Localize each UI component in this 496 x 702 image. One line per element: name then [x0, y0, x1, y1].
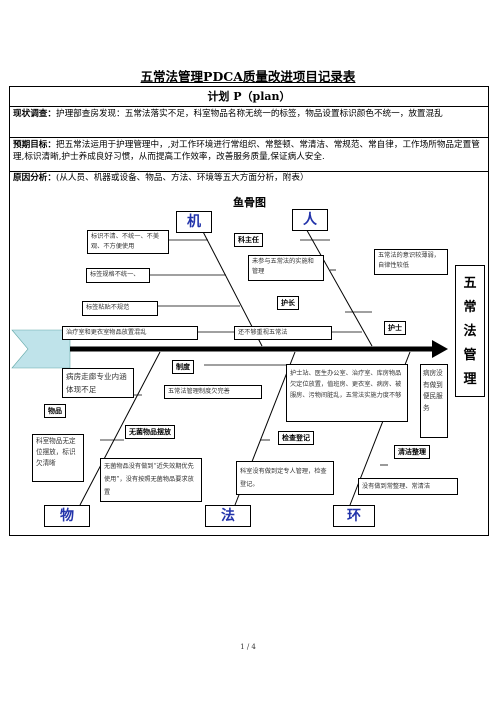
fish-tail	[11, 329, 71, 369]
tag-nurse: 护士	[384, 321, 406, 335]
cause-box-person-1: 未参与五常法的实施和管理	[248, 255, 324, 281]
goal-text: 把五常法运用于护理管理中，,对工作环境进行常组织、常整顿、常清洁、常规范、常自律…	[13, 140, 480, 162]
page-number: 1 / 4	[240, 643, 256, 651]
tag-charge-nurse: 护长	[277, 296, 299, 310]
cause-box-sterile-1: 无菌物品没有做到“近失效期优先使用”，没有按照无菌物品要求放置	[100, 458, 202, 502]
record-table: 计划 P（plan） 现状调查：护理部查房发现：五常法落实不足，科室物品名称无统…	[9, 86, 489, 536]
cause-row: 原因分析：(从人员、机器或设备、物品、方法、环境等五大方面分析，附表）	[10, 172, 488, 186]
fishbone-title: 鱼骨图	[233, 196, 266, 209]
cause-box-machine-3: 标签粘贴不规范	[82, 301, 158, 316]
cause-box-machine-4: 治疗室和更衣室物品放置混乱	[62, 326, 198, 340]
head-char: 理	[463, 372, 477, 387]
document-title: 五常法管理PDCA质量改进项目记录表	[140, 69, 356, 84]
head-char: 常	[463, 300, 477, 315]
category-method: 法	[205, 505, 251, 527]
cause-box-environment-1: 护士站、医生办公室、治疗室、库房物品欠定位放置，值班房、更衣室、病房、被服房、污…	[286, 364, 408, 422]
cause-box-registration-1: 科室没有做到定专人管理，检查登记。	[236, 461, 334, 495]
status-label: 现状调查：	[13, 109, 56, 119]
cause-box-items-1: 科室物品无定位摆放，标识欠清晰	[32, 434, 84, 482]
tag-cleaning: 清洁整理	[394, 445, 430, 459]
cause-text: (从人员、机器或设备、物品、方法、环境等五大方面分析，附表）	[55, 173, 309, 183]
category-material: 物	[44, 505, 90, 527]
goal-row: 预期目标：把五常法运用于护理管理中，,对工作环境进行常组织、常整顿、常清洁、常规…	[10, 138, 488, 172]
cause-box-ward-1: 病房走廊专业内涵体现不足	[62, 368, 134, 398]
goal-label: 预期目标：	[13, 140, 56, 150]
cause-box-person-3: 还不够重视五常法	[234, 326, 332, 340]
cause-box-system-1: 五常法管理制度欠完善	[164, 385, 262, 399]
plan-header: 计划 P（plan）	[10, 87, 488, 107]
rib-machine	[197, 221, 263, 347]
tag-registration: 检查登记	[278, 431, 314, 445]
status-text: 护理部查房发现：五常法落实不足，科室物品名称无统一的标签，物品设置标识颜色不统一…	[55, 109, 443, 119]
cause-box-machine-1: 标识不清、不统一、不美观、不方便使用	[87, 230, 169, 254]
cause-box-environment-2: 病房没有做到便民服务	[420, 364, 448, 438]
category-machine: 机	[176, 211, 212, 233]
head-char: 管	[463, 348, 477, 363]
head-char: 法	[463, 324, 477, 339]
cause-label: 原因分析：	[13, 173, 56, 183]
cause-box-person-2: 五常法的意识较薄弱，自律性较低	[374, 249, 448, 275]
cause-box-cleaning-1: 没有做到常整理、常清洁	[358, 478, 458, 495]
head-char: 五	[463, 276, 477, 291]
rib-person	[299, 217, 373, 347]
fish-arrow	[432, 340, 448, 358]
tag-sterile: 无菌物品摆放	[125, 425, 175, 439]
category-person: 人	[292, 209, 328, 231]
cause-box-machine-2: 标签规格不统一、	[86, 268, 150, 283]
rib-material	[79, 351, 161, 506]
fish-head: 五 常 法 管 理	[455, 265, 485, 397]
tag-system: 制度	[172, 360, 194, 374]
tag-head-nurse: 科主任	[234, 233, 263, 247]
tag-items: 物品	[44, 404, 66, 418]
status-row: 现状调查：护理部查房发现：五常法落实不足，科室物品名称无统一的标签，物品设置标识…	[10, 107, 488, 138]
category-environment: 环	[333, 505, 375, 527]
